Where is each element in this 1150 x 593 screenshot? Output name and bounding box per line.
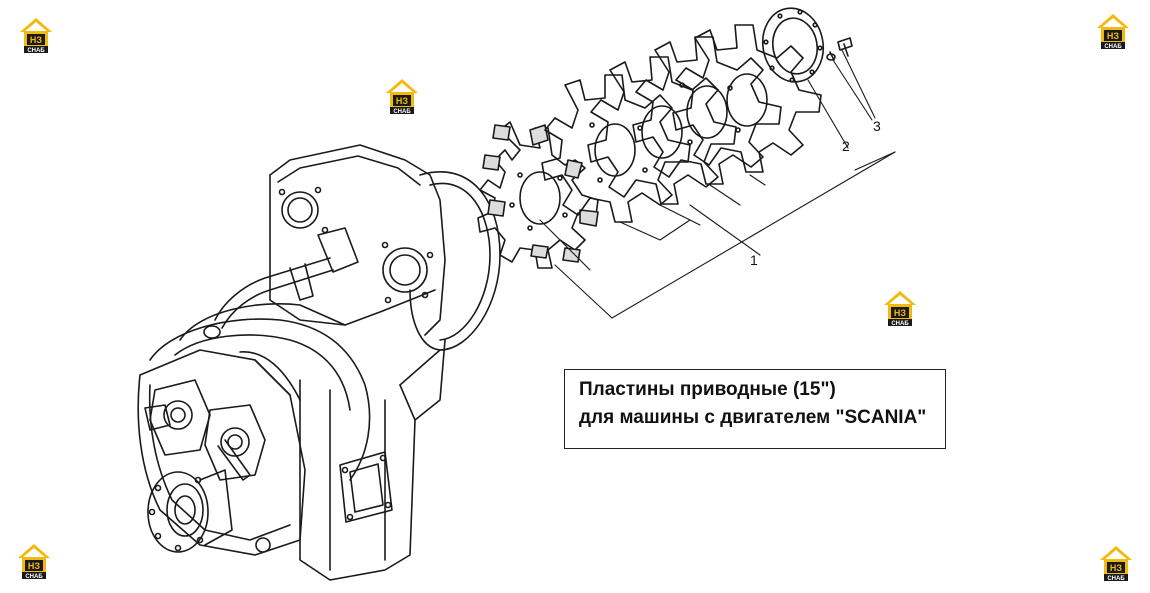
svg-text:СНАБ: СНАБ <box>1104 44 1122 50</box>
svg-text:СНАБ: СНАБ <box>393 109 411 115</box>
watermark-logo: НЗ СНАБ <box>382 75 422 115</box>
caption-box: Пластины приводные (15") для машины с дв… <box>564 369 946 449</box>
svg-text:НЗ: НЗ <box>396 96 408 106</box>
transmission-housing <box>137 144 501 581</box>
drive-plate-b <box>587 56 737 205</box>
watermark-logo: НЗ СНАБ <box>14 540 54 580</box>
caption-line-1: Пластины приводные (15") <box>579 379 836 400</box>
bolt-washer <box>826 37 853 61</box>
svg-text:НЗ: НЗ <box>894 308 906 318</box>
svg-text:НЗ: НЗ <box>30 35 42 45</box>
svg-text:СНАБ: СНАБ <box>891 321 909 327</box>
svg-text:НЗ: НЗ <box>1107 31 1119 41</box>
svg-text:НЗ: НЗ <box>1110 563 1122 573</box>
drive-plate-c <box>632 36 782 185</box>
drive-plate-a <box>541 74 691 223</box>
svg-text:СНАБ: СНАБ <box>1107 576 1125 582</box>
watermark-logo: НЗ СНАБ <box>16 14 56 54</box>
leader-lines <box>539 49 896 319</box>
callout-3: 3 <box>873 118 881 134</box>
ring-gasket <box>761 7 825 83</box>
svg-text:НЗ: НЗ <box>28 561 40 571</box>
watermark-logo: НЗ СНАБ <box>1093 10 1133 50</box>
callout-2: 2 <box>842 138 850 154</box>
callout-1: 1 <box>750 252 758 268</box>
watermark-logo: НЗ СНАБ <box>1096 542 1136 582</box>
svg-text:СНАБ: СНАБ <box>25 574 43 580</box>
svg-text:СНАБ: СНАБ <box>27 48 45 54</box>
caption-line-2: для машины с двигателем "SCANIA" <box>579 407 927 428</box>
drive-plate-segmented <box>477 121 599 269</box>
watermark-logo: НЗ СНАБ <box>880 287 920 327</box>
drive-plate-d <box>672 24 822 173</box>
